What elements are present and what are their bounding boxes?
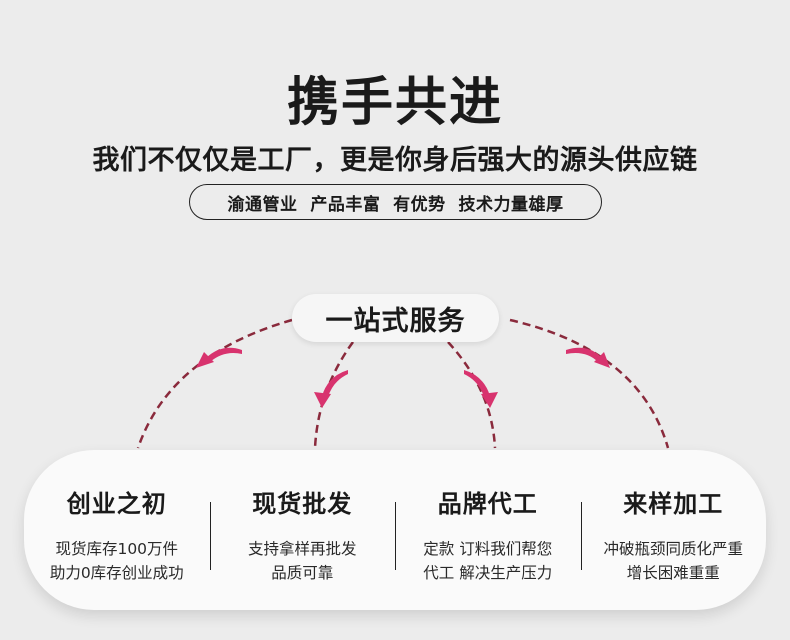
service-desc-line: 支持拿样再批发 bbox=[247, 540, 357, 558]
arrow-icon-4 bbox=[566, 347, 610, 368]
service-desc-line: 定款 订料我们帮您 bbox=[423, 540, 553, 558]
service-title: 来样加工 bbox=[623, 490, 724, 518]
services-panel: 创业之初 现货库存100万件 助力0库存创业成功 现货批发 支持拿样再批发 品质… bbox=[24, 450, 766, 610]
service-title: 创业之初 bbox=[66, 490, 167, 518]
service-card-oem: 品牌代工 定款 订料我们帮您 代工 解决生产压力 bbox=[395, 450, 581, 610]
service-title: 现货批发 bbox=[252, 490, 353, 518]
connector-arrows bbox=[196, 347, 610, 408]
tagline-badge: 渝通管业 产品丰富 有优势 技术力量雄厚 bbox=[189, 184, 602, 220]
service-card-wholesale: 现货批发 支持拿样再批发 品质可靠 bbox=[209, 450, 396, 610]
service-card-startup: 创业之初 现货库存100万件 助力0库存创业成功 bbox=[24, 450, 210, 610]
arrow-icon-2 bbox=[314, 370, 348, 408]
tagline-text: 渝通管业 产品丰富 有优势 技术力量雄厚 bbox=[227, 194, 564, 215]
service-card-sample-processing: 来样加工 冲破瓶颈同质化严重 增长困难重重 bbox=[580, 450, 767, 610]
one-stop-service-pill: 一站式服务 bbox=[292, 294, 499, 342]
arrow-icon-1 bbox=[196, 347, 242, 368]
service-desc-line: 冲破瓶颈同质化严重 bbox=[603, 540, 743, 558]
page-title: 携手共进 bbox=[286, 73, 503, 133]
arrow-icon-3 bbox=[464, 370, 498, 408]
service-desc-line: 品质可靠 bbox=[271, 564, 334, 582]
service-desc-line: 代工 解决生产压力 bbox=[423, 564, 553, 582]
service-desc-line: 现货库存100万件 bbox=[55, 540, 179, 558]
page-subtitle: 我们不仅仅是工厂，更是你身后强大的源头供应链 bbox=[92, 145, 698, 176]
connector-line-4 bbox=[509, 318, 670, 449]
connector-line-1 bbox=[136, 318, 293, 449]
service-desc-line: 助力0库存创业成功 bbox=[49, 564, 184, 582]
connector-line-3 bbox=[447, 341, 497, 449]
service-title: 品牌代工 bbox=[437, 490, 538, 518]
service-desc-line: 增长困难重重 bbox=[626, 564, 720, 582]
